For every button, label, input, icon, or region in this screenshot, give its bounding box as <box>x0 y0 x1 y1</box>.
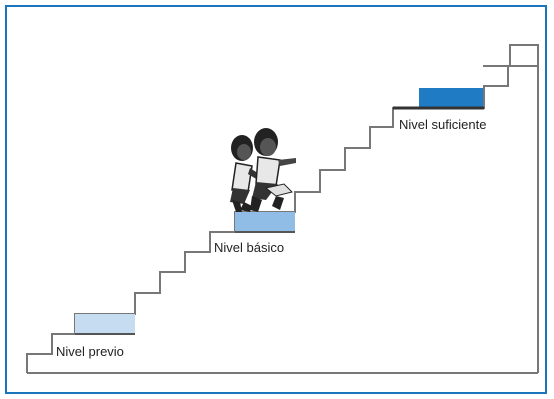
level-block-suficiente <box>419 88 483 108</box>
level-block-basico <box>235 212 295 232</box>
level-label-previo: Nivel previo <box>56 344 124 359</box>
level-label-basico: Nivel básico <box>214 240 285 255</box>
level-label-suficiente: Nivel suficiente <box>399 117 487 132</box>
level-block-previo <box>75 314 135 334</box>
children-climbing-illustration <box>230 128 296 212</box>
